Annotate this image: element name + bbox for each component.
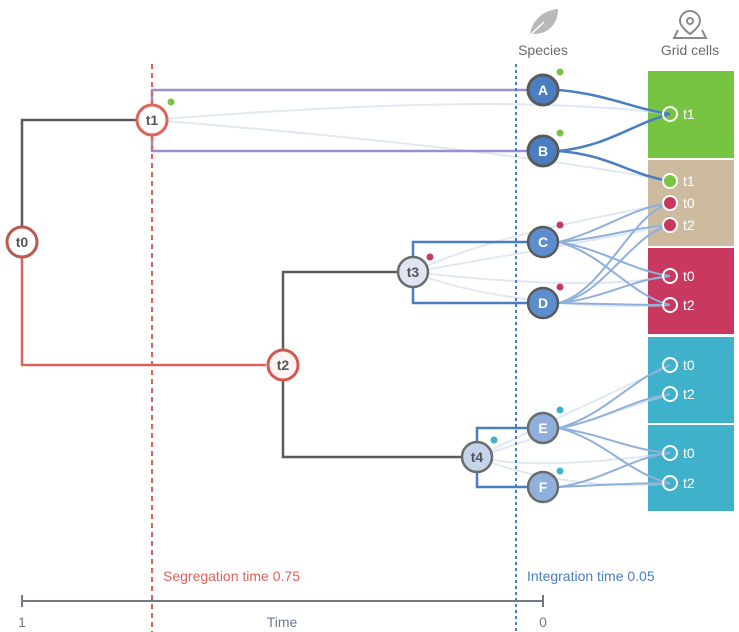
species-D[interactable]: D <box>526 283 564 320</box>
grid-cell-1-label-1: t1 <box>683 106 695 122</box>
time-axis-label: Time <box>267 614 298 630</box>
branch-t0-t1 <box>20 118 137 242</box>
grid-cell-5 <box>648 425 734 511</box>
node-t1-dot <box>167 98 175 106</box>
grid-cell-4-label-1: t0 <box>683 357 695 373</box>
node-t1-label: t1 <box>146 112 159 128</box>
node-t3-dot <box>426 253 434 261</box>
species-header: Species <box>518 42 568 58</box>
grid-cell-5-label-2: t2 <box>683 475 695 491</box>
species-F-label: F <box>539 479 548 495</box>
species-C-dot <box>556 221 564 229</box>
species-D-label: D <box>538 295 548 311</box>
species-F-dot <box>556 467 564 475</box>
branch-t2-t3 <box>281 270 397 350</box>
species-D-dot <box>556 283 564 291</box>
faint-bundle-lines <box>151 103 671 487</box>
leaf-icon <box>527 9 558 38</box>
node-t1[interactable]: t1 <box>135 98 175 137</box>
species-B[interactable]: B <box>526 129 564 168</box>
grid-cell-3-label-1: t0 <box>683 268 695 284</box>
species-A-dot <box>556 68 564 76</box>
grid-cell-3-marker-2 <box>662 297 678 313</box>
species-F[interactable]: F <box>526 467 564 504</box>
species-B-dot <box>556 129 564 137</box>
species-grid-links <box>558 88 671 488</box>
grid-cell-5-entries: t0 t2 <box>662 445 695 491</box>
grid-cell-3-entries: t0 t2 <box>662 268 695 313</box>
node-t2-label: t2 <box>277 357 290 373</box>
node-t4-dot <box>490 436 498 444</box>
grid-cell-2-entries: t1 t0 t2 <box>662 173 695 233</box>
grid-cell-2-label-3: t2 <box>683 217 695 233</box>
species-E-label: E <box>538 420 547 436</box>
node-t0-label: t0 <box>16 234 29 250</box>
species-B-label: B <box>538 143 548 159</box>
segregation-label: Segregation time 0.75 <box>163 568 300 584</box>
branch-t0-t2 <box>20 258 266 367</box>
grid-cells-header: Grid cells <box>661 42 719 58</box>
grid-cell-5-marker-1 <box>662 445 678 461</box>
branch-t4-E <box>475 426 527 441</box>
integration-label: Integration time 0.05 <box>527 568 655 584</box>
grid-cell-1-marker-1 <box>662 106 678 122</box>
grid-cell-4-entries: t0 t2 <box>662 357 695 402</box>
node-t4-label: t4 <box>471 449 484 465</box>
grid-cell-3 <box>648 248 734 334</box>
grid-cell-5-label-1: t0 <box>683 445 695 461</box>
species-E-dot <box>556 406 564 414</box>
grid-cell-5-marker-2 <box>662 475 678 491</box>
node-t0[interactable]: t0 <box>5 225 39 259</box>
species-C[interactable]: C <box>526 221 564 259</box>
grid-cell-2-label-1: t1 <box>683 173 695 189</box>
node-t3[interactable]: t3 <box>396 253 434 289</box>
node-t4[interactable]: t4 <box>460 436 498 474</box>
time-axis-start: 1 <box>18 614 26 630</box>
node-t3-label: t3 <box>407 264 420 280</box>
grid-cell-4 <box>648 337 734 423</box>
time-axis <box>21 595 544 607</box>
species-C-label: C <box>538 234 548 250</box>
grid-cell-2-label-2: t0 <box>683 195 695 211</box>
grid-cell-4-marker-1 <box>662 357 678 373</box>
branch-t3-D <box>411 288 527 305</box>
grid-cell-3-label-2: t2 <box>683 297 695 313</box>
grid-cell-2-marker-2 <box>662 195 678 211</box>
grid-cell-2-marker-3 <box>662 217 678 233</box>
grid-cell-1-entries: t1 <box>662 106 695 122</box>
time-axis-end: 0 <box>539 614 547 630</box>
branch-t2-t4 <box>281 380 461 459</box>
species-A-label: A <box>538 82 548 98</box>
branch-t4-F <box>475 473 527 489</box>
species-E[interactable]: E <box>526 406 564 445</box>
branch-t3-C <box>411 240 527 256</box>
grid-cell-4-marker-2 <box>662 386 678 402</box>
grid-cell-4-label-2: t2 <box>683 386 695 402</box>
node-t2[interactable]: t2 <box>266 348 300 382</box>
grid-cell-3-marker-1 <box>662 268 678 284</box>
grid-cell-2-marker-1 <box>662 173 678 189</box>
map-pin-icon <box>672 9 708 39</box>
species-A[interactable]: A <box>526 68 564 107</box>
branch-t1-A <box>150 88 527 105</box>
